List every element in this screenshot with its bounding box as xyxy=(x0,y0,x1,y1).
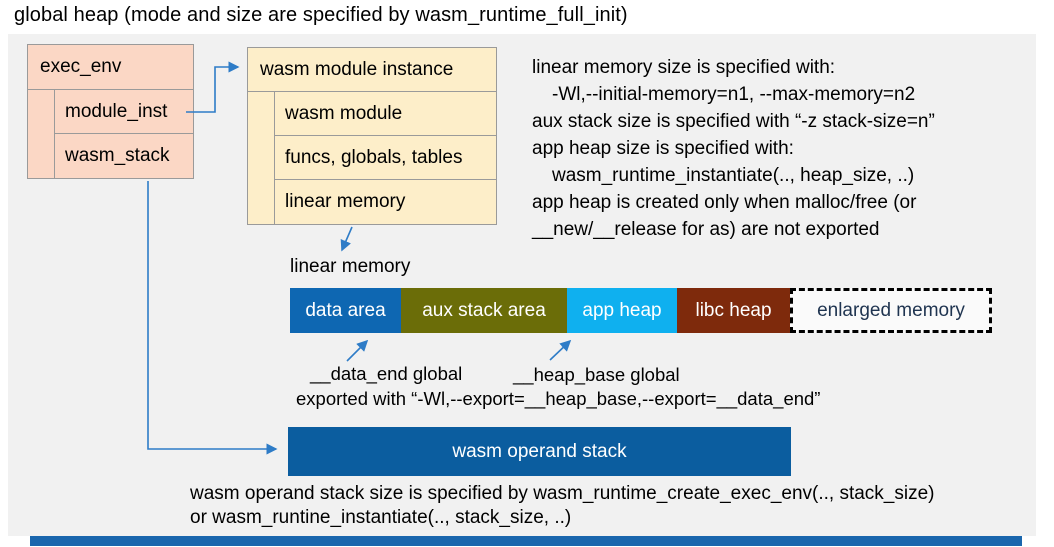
operand-note-line-1: wasm operand stack size is specified by … xyxy=(190,483,935,504)
note-line: wasm_runtime_instantiate(.., heap_size, … xyxy=(552,165,915,186)
instance-field-funcs-globals-tables: funcs, globals, tables xyxy=(274,136,496,180)
export-flags-annotation: exported with “-Wl,--export=__heap_base,… xyxy=(296,388,821,409)
exec-env-title: exec_env xyxy=(28,45,193,90)
note-line: linear memory size is specified with: xyxy=(532,57,836,78)
module-instance-box: wasm module instance wasm module funcs, … xyxy=(247,47,497,225)
note-line: aux stack size is specified with “-z sta… xyxy=(532,111,935,132)
diagram-title: global heap (mode and size are specified… xyxy=(14,4,628,26)
linear-memory-bar: data area aux stack area app heap libc h… xyxy=(290,288,992,333)
module-instance-title: wasm module instance xyxy=(248,48,496,92)
data-end-annotation: __data_end global xyxy=(310,363,463,384)
note-line: app heap is created only when malloc/fre… xyxy=(532,192,917,213)
note-line: __new/__release for as) are not exported xyxy=(532,219,880,240)
wasm-operand-stack-bar: wasm operand stack xyxy=(288,427,791,476)
linear-memory-label: linear memory xyxy=(290,256,411,277)
operand-stack-note: wasm operand stack size is specified by … xyxy=(190,482,935,530)
exec-env-field-module-inst: module_inst xyxy=(54,90,193,134)
global-heap-bar xyxy=(30,536,1022,546)
segment-app-heap: app heap xyxy=(567,288,677,333)
instance-field-wasm-module: wasm module xyxy=(274,92,496,136)
segment-enlarged-memory: enlarged memory xyxy=(790,288,992,333)
operand-note-line-2: or wasm_runtine_instantiate(.., stack_si… xyxy=(190,507,572,528)
heap-base-annotation: __heap_base global xyxy=(513,364,680,385)
note-line: -Wl,--initial-memory=n1, --max-memory=n2 xyxy=(552,84,916,105)
instance-field-linear-memory: linear memory xyxy=(274,180,496,224)
segment-libc-heap: libc heap xyxy=(677,288,790,333)
exec-env-box: exec_env module_inst wasm_stack xyxy=(27,44,194,179)
exec-env-field-wasm-stack: wasm_stack xyxy=(54,134,193,178)
size-notes: linear memory size is specified with: -W… xyxy=(532,54,935,243)
note-line: app heap size is specified with: xyxy=(532,138,794,159)
segment-aux-stack-area: aux stack area xyxy=(401,288,567,333)
segment-data-area: data area xyxy=(290,288,401,333)
